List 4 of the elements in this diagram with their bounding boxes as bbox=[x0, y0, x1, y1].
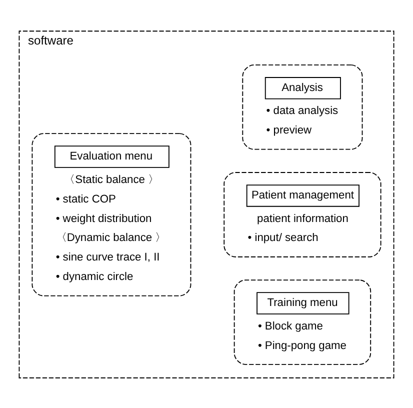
node-box: Training menu • Block game • Ping-pong game bbox=[234, 279, 372, 364]
node-box: Patient management patient information • input/ search bbox=[224, 172, 382, 257]
node-box: Analysis • data analysis • preview bbox=[242, 64, 363, 150]
node-box: Evaluation menu 〈Static balance 〉 • static COP • weight distribution 〈Dynamic balance 〉 • sine curve trace I, II • dynamic circle bbox=[32, 132, 192, 296]
